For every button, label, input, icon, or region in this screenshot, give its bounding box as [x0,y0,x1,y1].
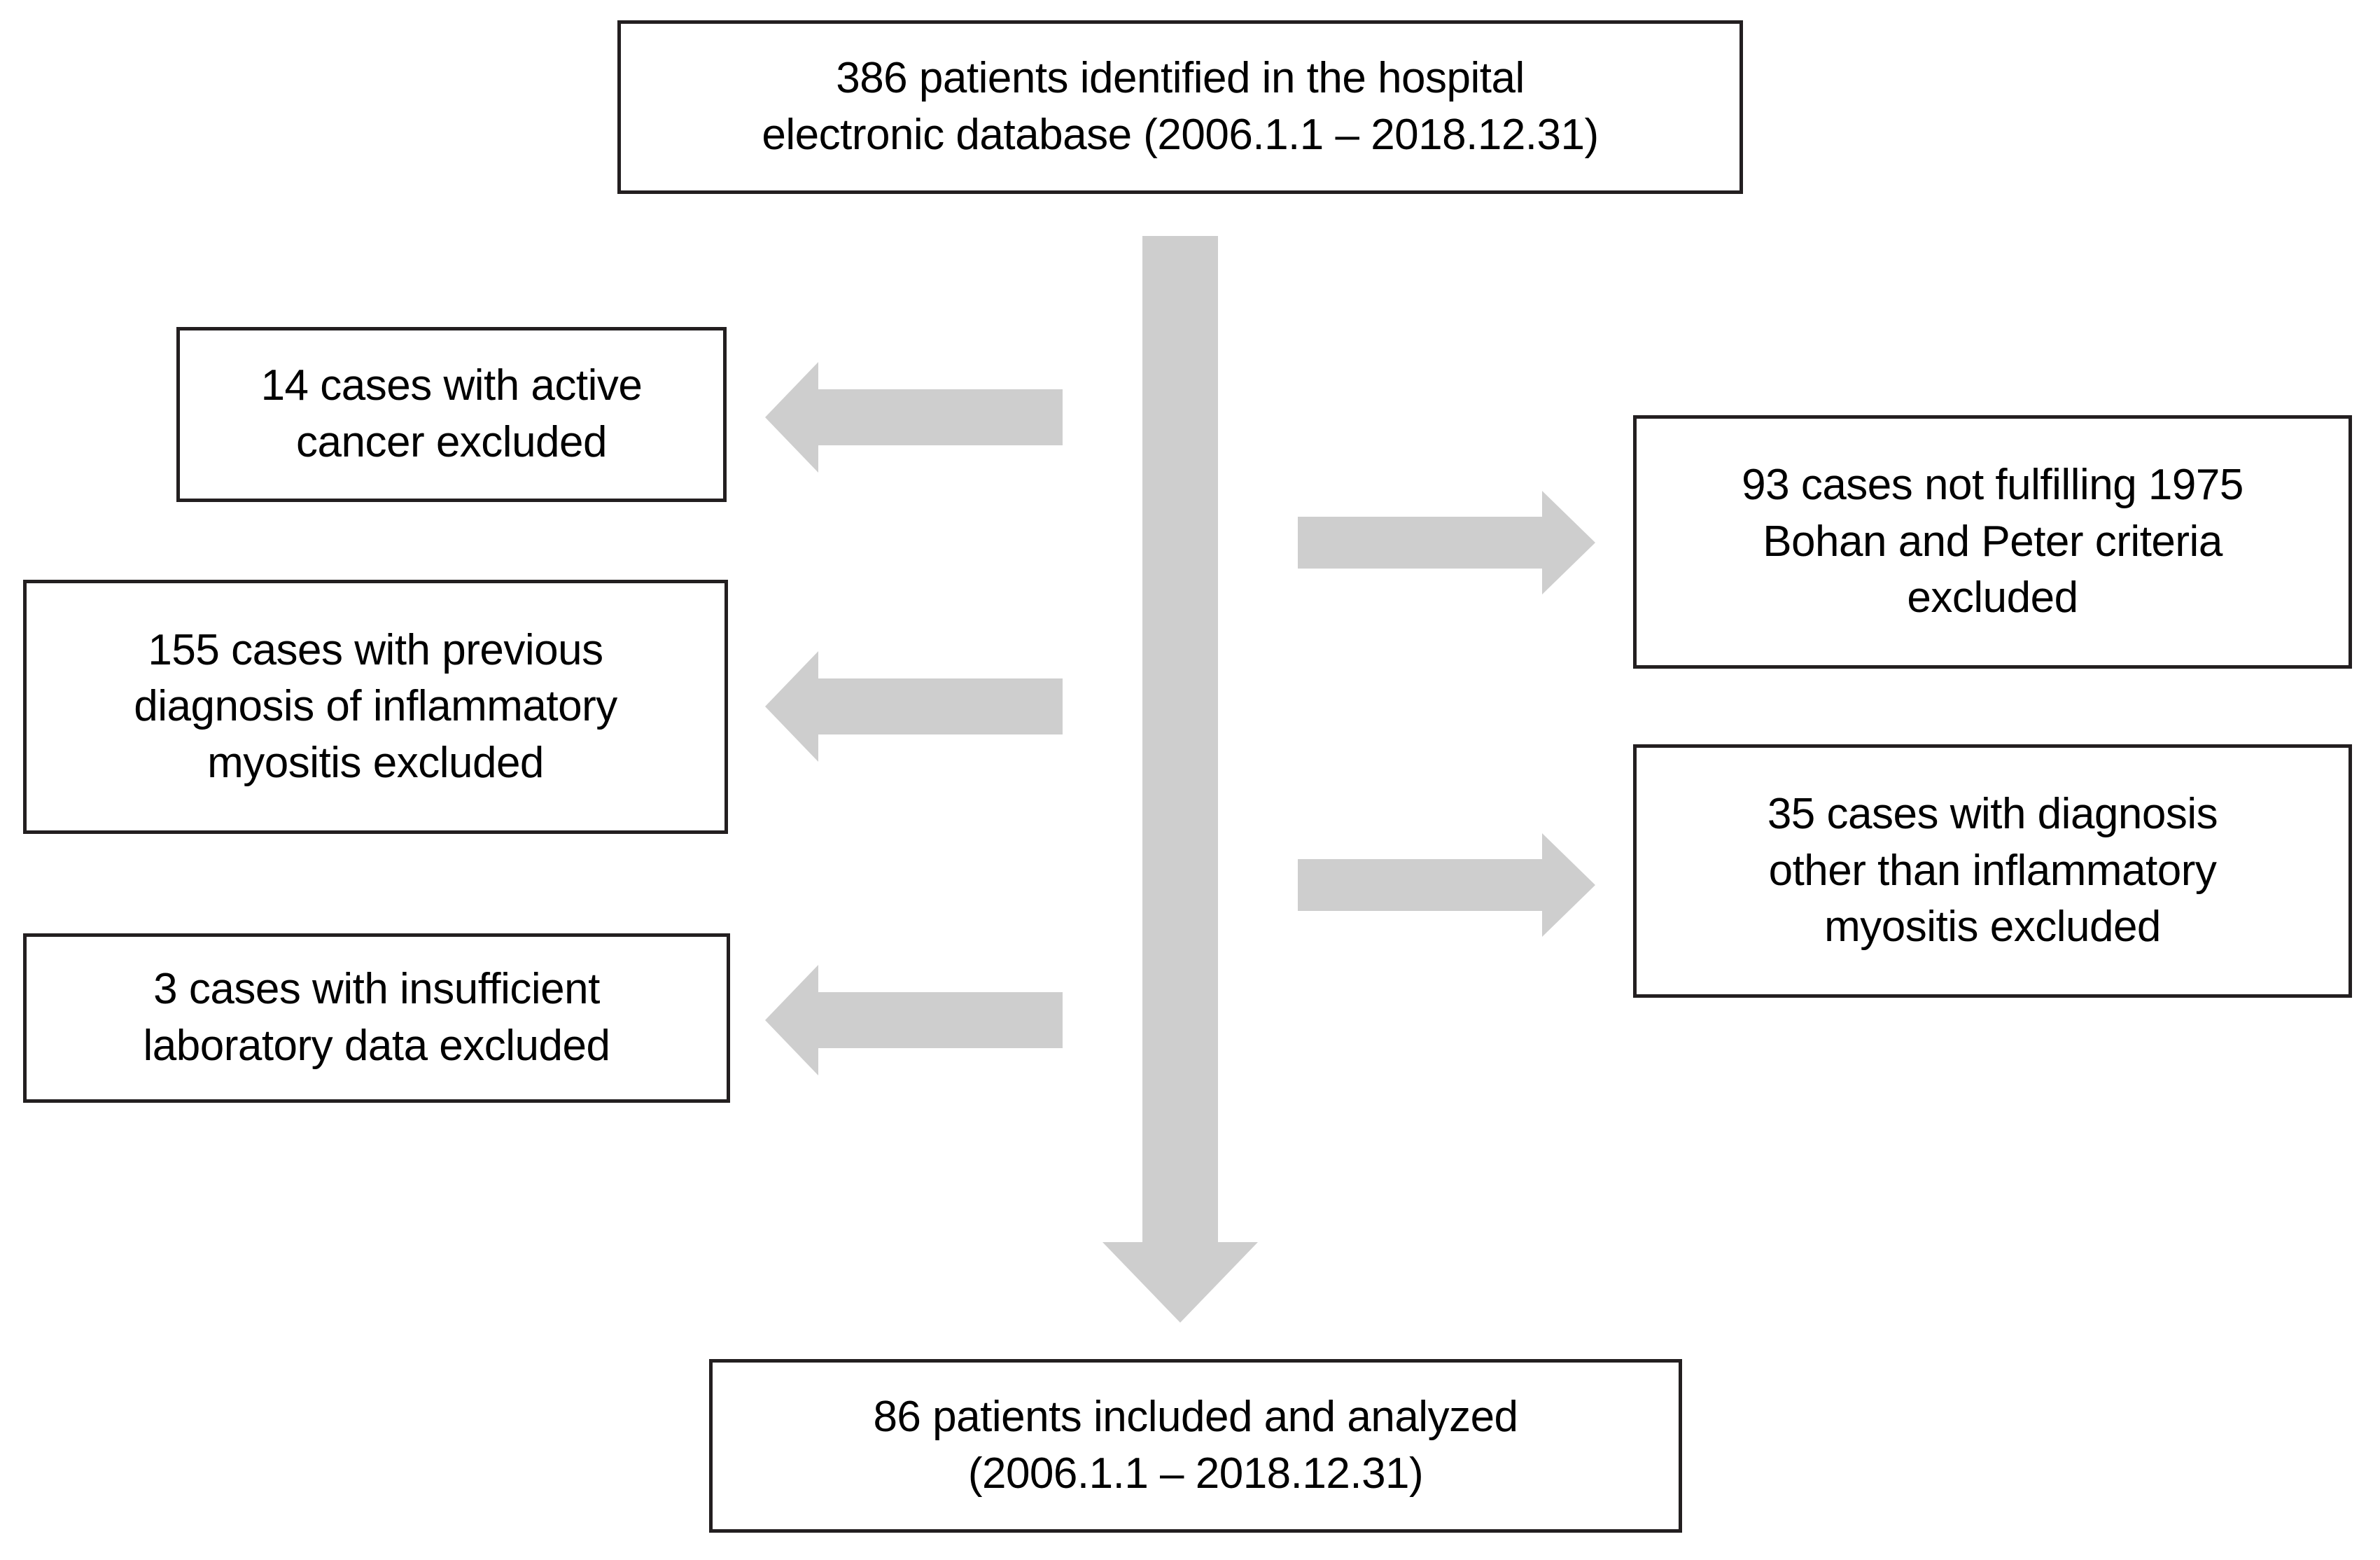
node-excluded-bohan-peter-criteria-text: 93 cases not fulfilling 1975 Bohan and P… [1742,461,2244,622]
node-included-analyzed: 86 patients included and analyzed (2006.… [709,1359,1682,1533]
node-excluded-previous-diagnosis-text: 155 cases with previous diagnosis of inf… [134,625,617,787]
node-excluded-other-diagnosis: 35 cases with diagnosis other than infla… [1633,744,2352,998]
to-excluded-active-cancer-arrow [765,362,1063,473]
node-included-analyzed-text: 86 patients included and analyzed (2006.… [873,1393,1518,1498]
to-excluded-insufficient-lab-data-arrow [765,965,1063,1075]
node-excluded-insufficient-lab-data: 3 cases with insufficient laboratory dat… [23,933,730,1103]
to-excluded-other-diagnosis-arrow [1298,833,1595,937]
node-excluded-insufficient-lab-data-text: 3 cases with insufficient laboratory dat… [143,965,610,1070]
node-identified-patients: 386 patients identified in the hospital … [617,20,1743,194]
node-excluded-active-cancer: 14 cases with active cancer excluded [176,327,727,502]
node-excluded-active-cancer-text: 14 cases with active cancer excluded [260,361,643,466]
node-excluded-bohan-peter-criteria: 93 cases not fulfilling 1975 Bohan and P… [1633,415,2352,669]
node-excluded-previous-diagnosis: 155 cases with previous diagnosis of inf… [23,580,728,834]
to-excluded-criteria-arrow [1298,491,1595,594]
to-excluded-previous-diagnosis-arrow [765,651,1063,762]
node-identified-patients-text: 386 patients identified in the hospital … [762,54,1599,159]
node-excluded-other-diagnosis-text: 35 cases with diagnosis other than infla… [1767,790,2218,952]
main-flow-down-arrow [1102,236,1258,1323]
